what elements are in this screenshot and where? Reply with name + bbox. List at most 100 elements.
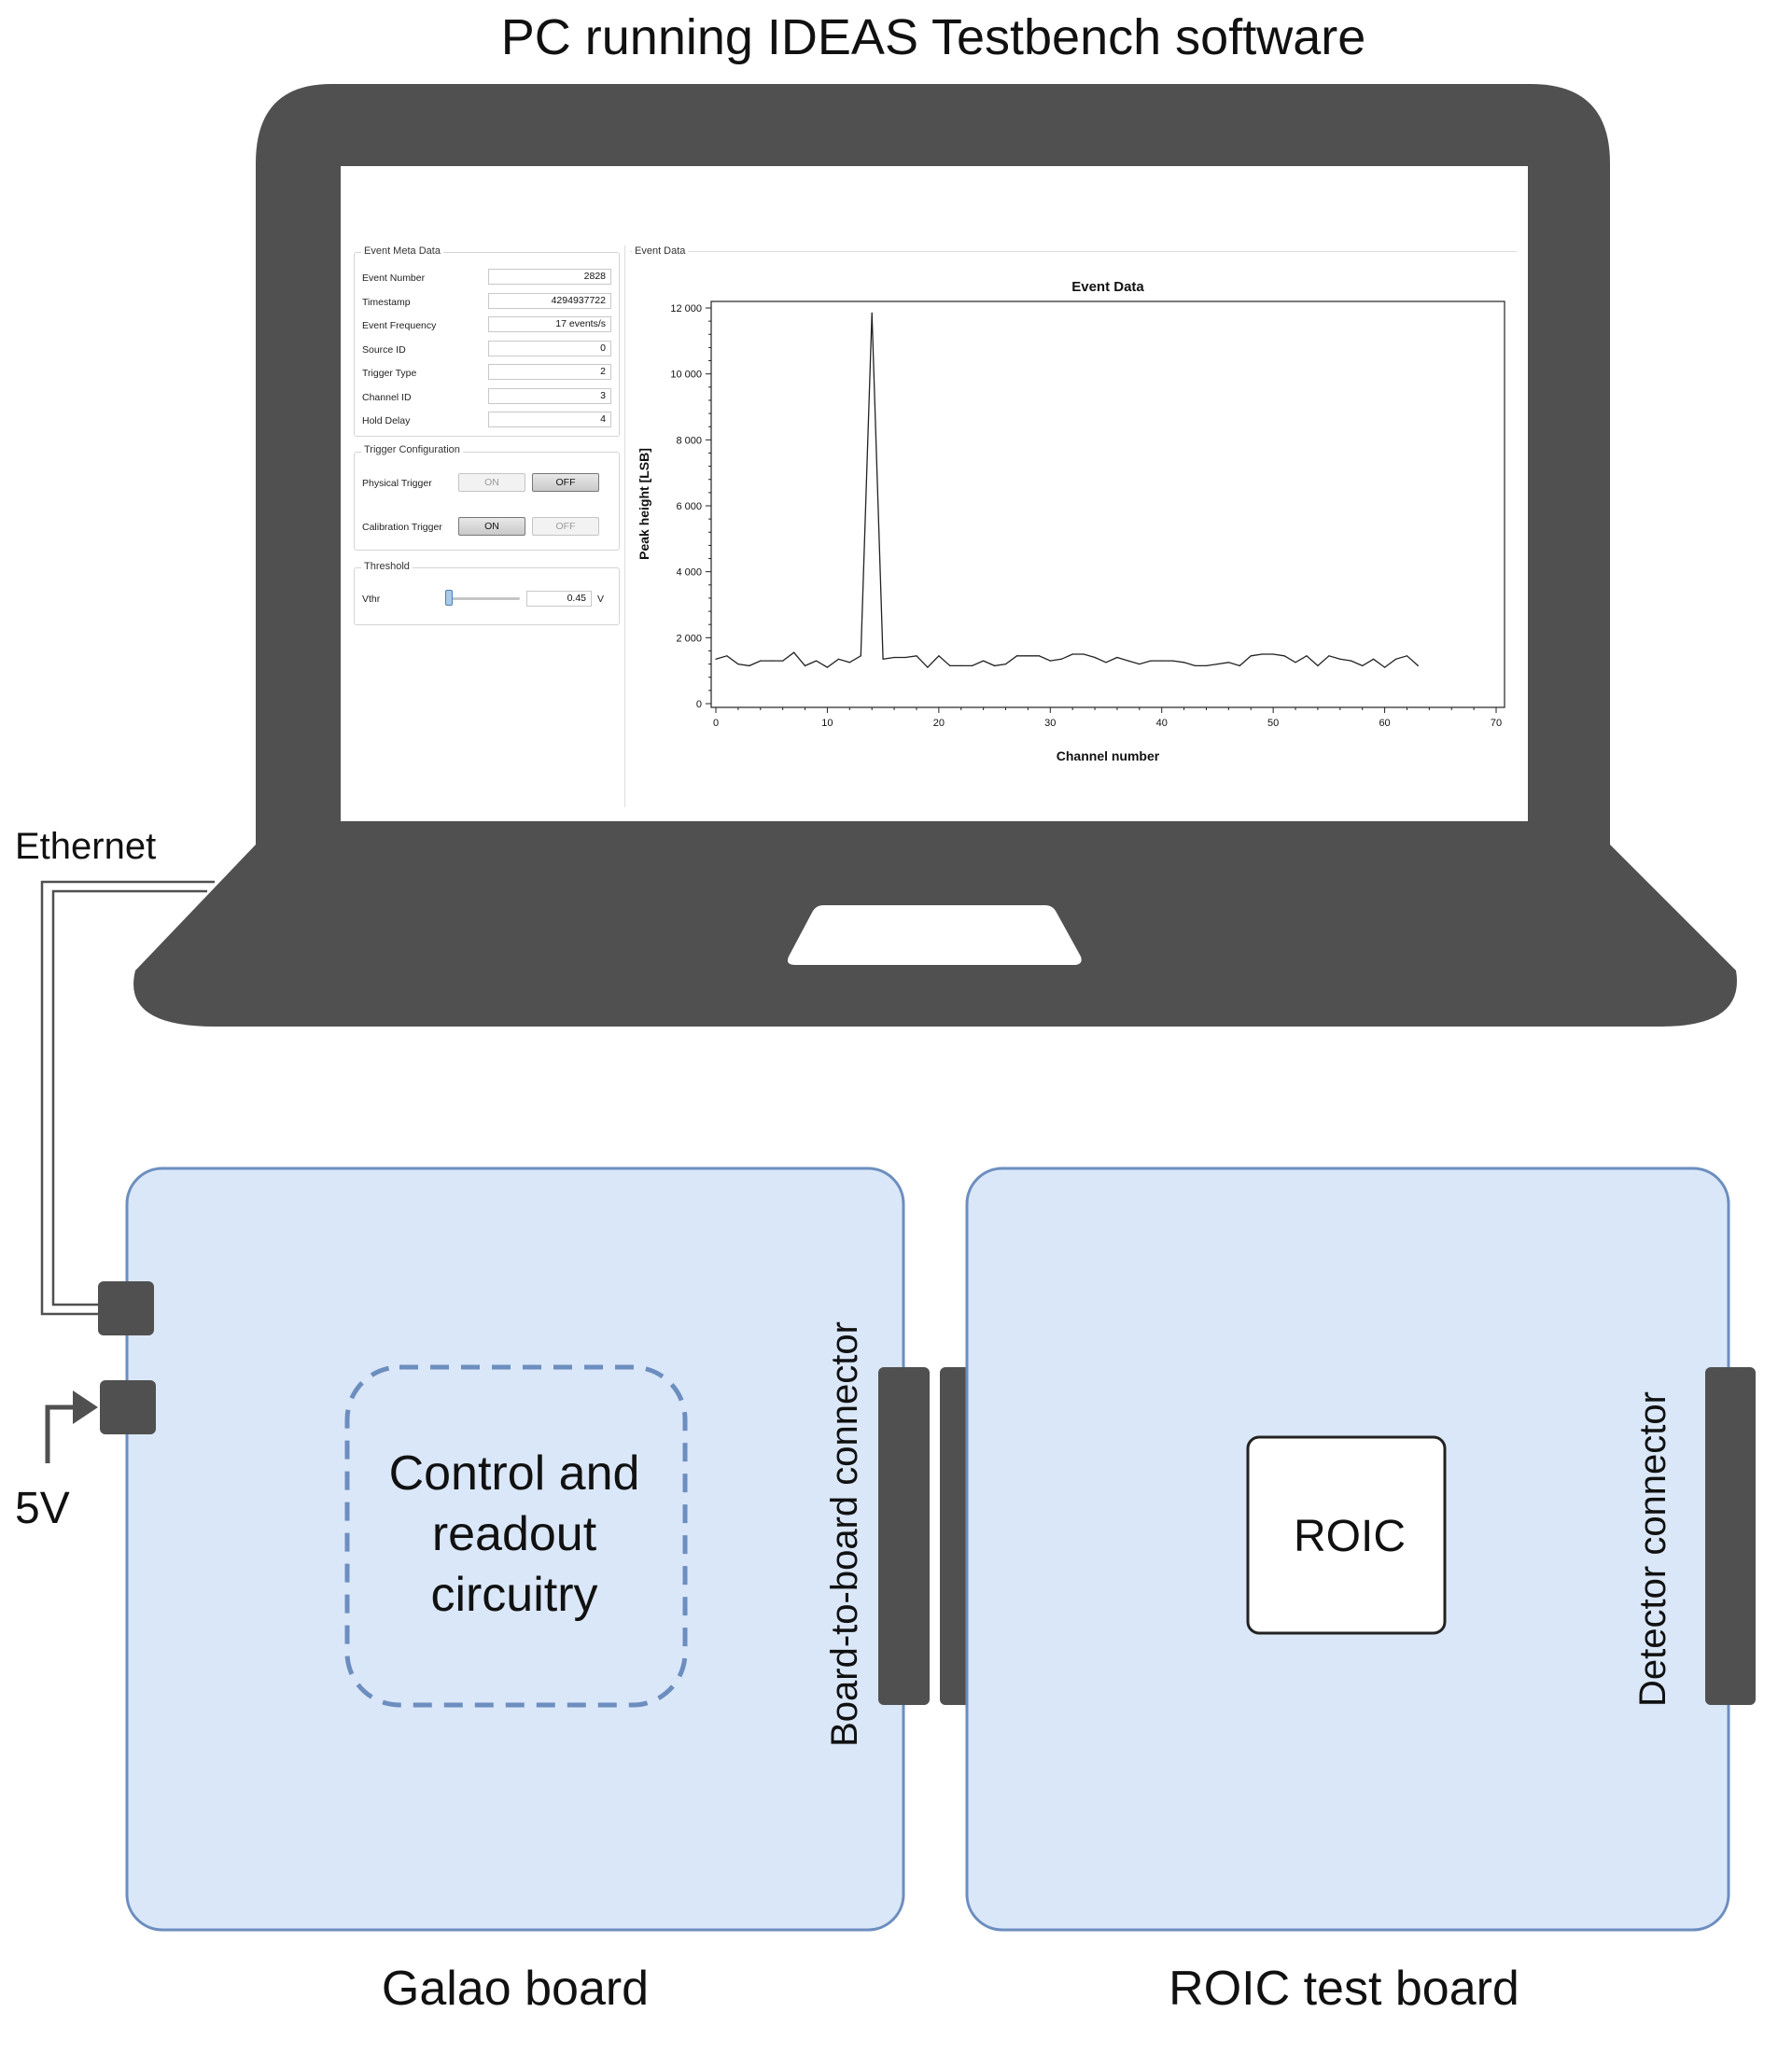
data-point: [1272, 653, 1274, 655]
ethernet-label: Ethernet: [15, 826, 156, 867]
control-block-label-line1: Control and: [389, 1446, 640, 1501]
chart-title: Event Data: [1071, 279, 1144, 295]
data-point: [960, 664, 962, 666]
x-tick-label: 30: [1044, 718, 1056, 729]
meta-value-source-id: 0: [488, 341, 611, 356]
data-point: [1060, 658, 1062, 660]
chart-x-axis-label: Channel number: [1057, 748, 1160, 763]
data-point: [882, 658, 884, 660]
data-point: [782, 660, 784, 662]
calibration-trigger-label: Calibration Trigger: [362, 522, 442, 533]
data-point: [1306, 655, 1308, 657]
data-point: [726, 655, 728, 657]
y-tick-label: 4 000: [676, 567, 702, 579]
data-point: [1105, 662, 1107, 664]
data-point: [1183, 662, 1185, 664]
data-point: [938, 655, 940, 657]
galao-board-label: Galao board: [382, 1962, 649, 2016]
calibration-trigger-off-button[interactable]: OFF: [532, 517, 599, 536]
x-tick-label: 70: [1491, 718, 1502, 729]
ethernet-port: [98, 1281, 154, 1335]
y-tick-label: 8 000: [676, 435, 702, 446]
threshold-value[interactable]: 0.45: [526, 591, 592, 607]
data-point: [1417, 664, 1419, 666]
chart-series: [715, 312, 1419, 669]
data-point: [837, 658, 839, 660]
data-point: [1094, 656, 1096, 659]
y-tick-label: 12 000: [670, 303, 702, 314]
x-tick-label: 0: [713, 718, 719, 729]
data-point: [927, 666, 929, 668]
data-point: [815, 660, 818, 662]
threshold-unit: V: [597, 594, 605, 605]
roic-chip-label: ROIC: [1294, 1512, 1406, 1561]
data-point: [994, 664, 996, 666]
trigger-config-title: Trigger Configuration: [361, 444, 463, 455]
data-point: [949, 664, 951, 666]
data-point: [1150, 660, 1152, 662]
data-point: [904, 656, 906, 659]
threshold-slider-handle[interactable]: [445, 590, 453, 606]
meta-value-trigger-type: 2: [488, 364, 611, 380]
data-point: [760, 660, 762, 662]
data-point: [1194, 664, 1197, 666]
detector-connector-label: Detector connector: [1632, 1391, 1673, 1707]
chart-y-axis-label: Peak height [LSB]: [637, 448, 651, 560]
data-point: [1394, 658, 1397, 660]
data-point: [1250, 655, 1252, 657]
data-point: [1362, 664, 1364, 666]
data-point: [1384, 666, 1386, 668]
event-data-header-line: [630, 251, 1517, 252]
data-point: [1261, 653, 1263, 655]
power-port: [100, 1380, 156, 1434]
event-data-title: Event Data: [632, 245, 689, 257]
control-readout-block: [344, 1364, 688, 1708]
chart-plot-area: [710, 300, 1505, 708]
physical-trigger-off-button[interactable]: OFF: [532, 473, 599, 492]
meta-label-hold-delay: Hold Delay: [362, 415, 411, 426]
meta-label-source-id: Source ID: [362, 344, 406, 356]
data-point: [893, 656, 895, 659]
data-point: [1071, 653, 1073, 655]
data-point: [972, 664, 973, 666]
data-point: [1373, 658, 1375, 660]
data-point: [1317, 664, 1319, 666]
series-line: [715, 313, 1419, 669]
calibration-trigger-on-button[interactable]: ON: [458, 517, 525, 536]
galao-connector: [878, 1367, 930, 1705]
y-tick-label: 10 000: [670, 370, 702, 381]
data-point: [715, 658, 717, 660]
data-point: [1038, 655, 1040, 657]
roic-chip: [1246, 1435, 1447, 1635]
physical-trigger-label: Physical Trigger: [362, 478, 432, 489]
physical-trigger-on-button[interactable]: ON: [458, 473, 525, 492]
x-tick-label: 60: [1379, 718, 1390, 729]
threshold-title: Threshold: [361, 561, 413, 572]
roic-test-board-label: ROIC test board: [1169, 1962, 1519, 2016]
data-point: [1283, 655, 1285, 657]
data-point: [1027, 655, 1029, 657]
meta-label-timestamp: Timestamp: [362, 297, 411, 308]
software-window: Event Meta Data Event Number 2828 Timest…: [341, 166, 1528, 821]
power-label: 5V: [15, 1484, 70, 1533]
detector-connector: [1705, 1367, 1756, 1705]
control-block-label-line3: circuitry: [430, 1568, 597, 1622]
meta-value-event-number: 2828: [488, 269, 611, 285]
trigger-config-group: [354, 452, 620, 551]
data-point: [1328, 655, 1330, 657]
meta-label-event-frequency: Event Frequency: [362, 320, 437, 331]
data-point: [848, 662, 850, 664]
x-tick-label: 50: [1267, 718, 1279, 729]
data-point: [1239, 664, 1240, 666]
y-tick-label: 0: [696, 699, 702, 710]
data-point: [871, 312, 873, 314]
data-point: [1205, 664, 1208, 666]
threshold-slider-track[interactable]: [445, 597, 520, 600]
board-to-board-connector-label: Board-to-board connector: [824, 1321, 865, 1747]
panel-divider: [624, 245, 625, 807]
data-point: [826, 666, 828, 668]
ethernet-cable: [40, 880, 215, 1316]
data-point: [1161, 660, 1163, 662]
